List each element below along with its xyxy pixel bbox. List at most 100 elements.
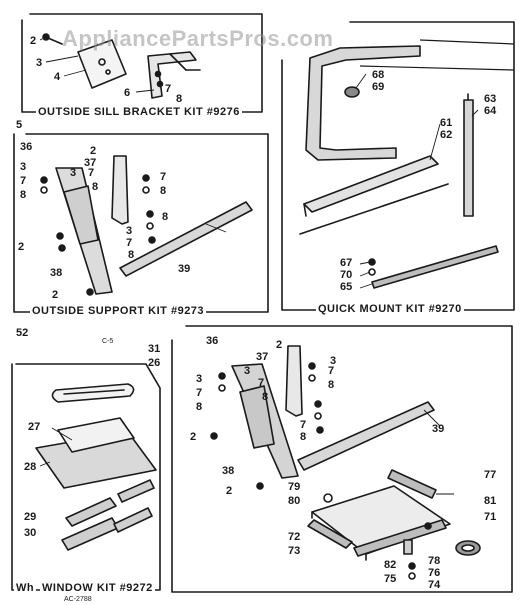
part-label: 5 [16,119,23,131]
part-label: 28 [24,461,37,473]
part-label: 73 [288,545,301,557]
part-label: 8 [20,189,27,201]
caption-quick-mount: QUICK MOUNT KIT #9270 [316,303,464,315]
part-label: 37 [256,351,269,363]
caption-window-prefix: Wh [14,582,37,594]
part-label: 7 [196,387,203,399]
part-label: 38 [222,465,235,477]
part-label: 8 [160,185,167,197]
part-label: 52 [16,327,29,339]
part-label: 79 [288,481,301,493]
part-label: 72 [288,531,301,543]
part-label: 64 [484,105,497,117]
bar-39b [297,401,435,471]
part-label: 7 [328,365,335,377]
part-label: 8 [196,401,203,413]
support-rail-2 [63,185,99,245]
sill-bracket-kit-frame [21,13,263,113]
block-30b [113,507,153,533]
part-label: 3 [330,355,337,367]
part-label: 31 [148,343,161,355]
part-label: 76 [428,567,441,579]
part-label: 3 [196,373,203,385]
watermark-text: AppliancePartsPros.com [62,26,334,51]
part-label: 67 [340,257,353,269]
part-label: 37 [84,157,97,169]
part-label: 8 [92,181,99,193]
part-label: 29 [24,511,37,523]
pad-71 [353,519,447,557]
upright-63 [463,99,474,217]
part-label: 7 [160,171,167,183]
caption-sill-bracket: OUTSIDE SILL BRACKET KIT #9276 [36,106,242,118]
part-label: 27 [28,421,41,433]
part-label: 3 [244,365,251,377]
part-label: 2 [276,339,283,351]
support-rail-4 [239,385,275,449]
part-label: 8 [262,391,269,403]
hanger-37b [285,345,303,417]
part-label: 7 [300,419,307,431]
support-kit-frame [13,133,269,313]
block-29 [65,497,117,527]
part-label: 7 [88,167,95,179]
part-label: 71 [484,511,497,523]
part-label: 39 [432,423,445,435]
part-label: 77 [484,469,497,481]
part-label: 62 [440,129,453,141]
part-label: 2 [226,485,233,497]
part-label: 2 [52,289,59,301]
part-label: 7 [20,175,27,187]
part-label: 7 [165,83,172,95]
bar-65 [371,245,499,289]
part-label: 30 [24,527,37,539]
pad-72 [307,519,353,549]
c-label: C-5 [102,338,114,345]
caption-window: WINDOW KIT #9272 [40,582,155,594]
part-label: 74 [428,579,441,591]
part-label: 3 [36,57,43,69]
quick-mount-frame [305,45,421,161]
part-label: 3 [126,225,133,237]
part-label: 68 [372,69,385,81]
quick-mount-kit-frame [281,21,515,311]
part-label: 78 [428,555,441,567]
part-label: 8 [176,93,183,105]
part-label: 81 [484,495,497,507]
part-label: 2 [30,35,37,47]
block-29b [117,479,155,503]
part-label: 6 [124,87,131,99]
part-label: 36 [20,141,33,153]
part-label: 36 [206,335,219,347]
part-label: 7 [258,377,265,389]
part-label: 69 [372,81,385,93]
part-label: 80 [288,495,301,507]
strip-27 [51,383,135,403]
part-label: 26 [148,357,161,369]
part-label: 2 [190,431,197,443]
caption-support: OUTSIDE SUPPORT KIT #9273 [30,305,207,317]
part-label: 75 [384,573,397,585]
pad-77 [387,469,437,499]
window-kit-frame [11,363,161,591]
part-label: 82 [384,559,397,571]
part-label: 2 [18,241,25,253]
part-label: 3 [70,167,77,179]
part-label: 39 [178,263,191,275]
part-label: 63 [484,93,497,105]
bar-39a [119,201,253,277]
part-label: 8 [328,379,335,391]
part-label: 8 [162,211,169,223]
part-label: 8 [128,249,135,261]
bar-61 [303,155,439,213]
part-label: 2 [90,145,97,157]
part-label: 7 [126,237,133,249]
sill-plate [77,39,127,89]
part-label: 70 [340,269,353,281]
hanger-37 [111,155,129,225]
part-label: 61 [440,117,453,129]
part-label: 65 [340,281,353,293]
lower-support-frame [171,325,513,593]
